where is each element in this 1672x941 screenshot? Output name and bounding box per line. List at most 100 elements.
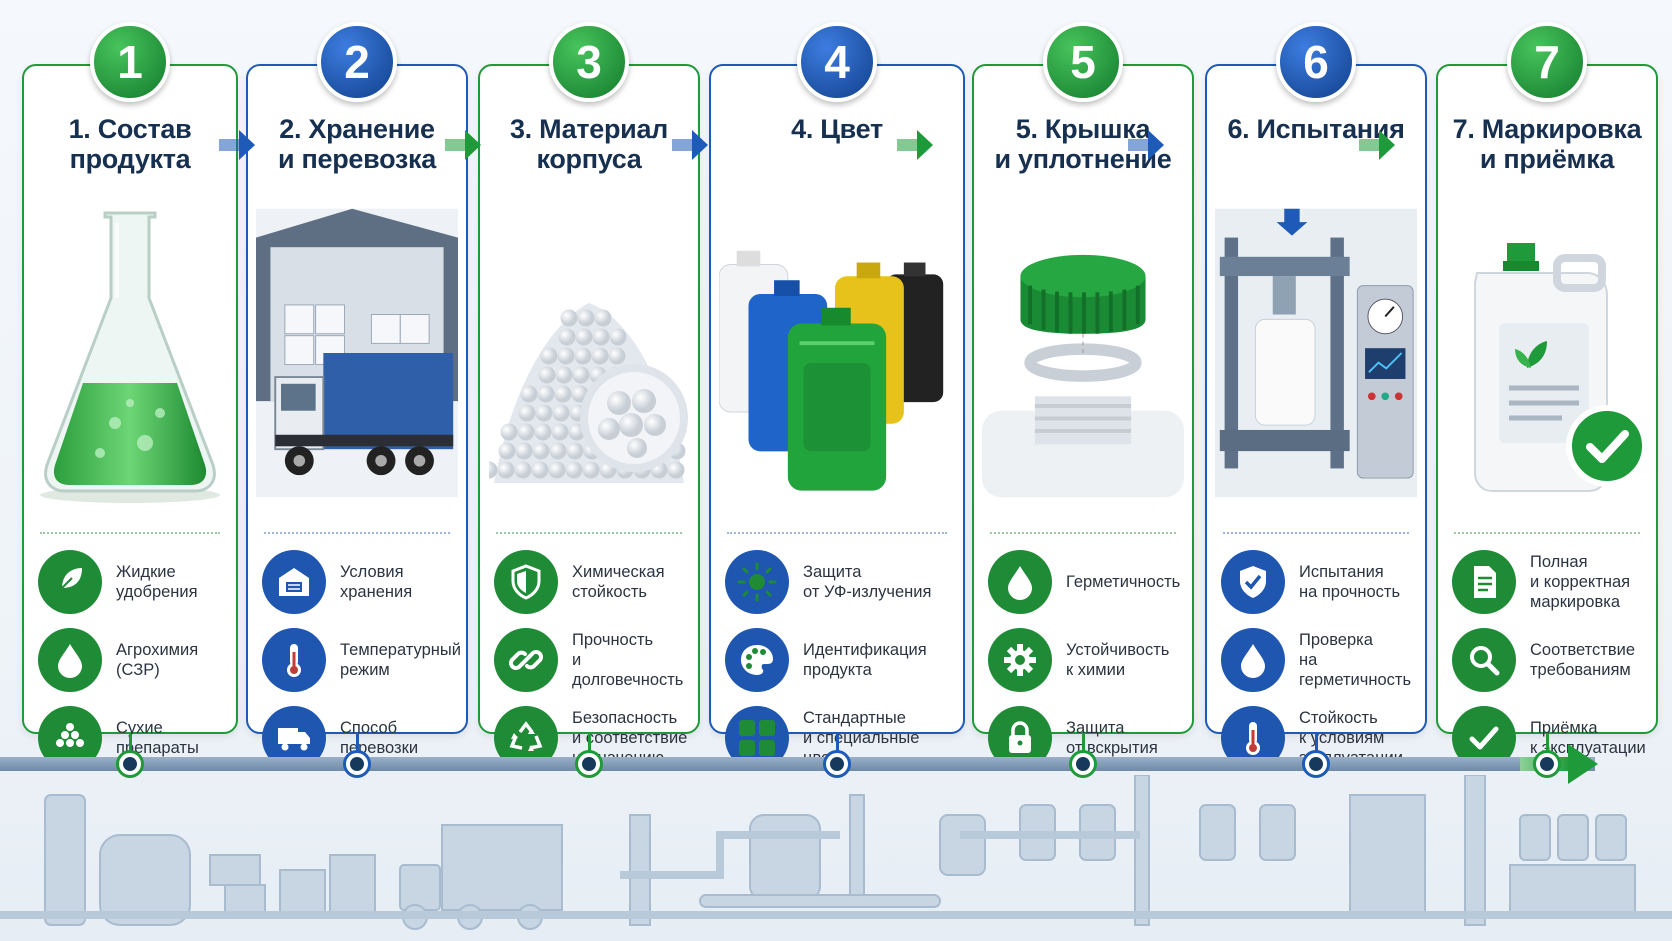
- cap-and-seal-illustration: [982, 188, 1184, 518]
- divider: [1454, 532, 1640, 534]
- plastic-granules-illustration: [488, 188, 690, 518]
- drop-icon: [1221, 628, 1285, 692]
- feature-item: Соответствие требованиям: [1452, 624, 1650, 696]
- step-title: 7. Маркировка и приёмка: [1452, 114, 1642, 174]
- flask-with-green-liquid-illustration: [32, 188, 228, 518]
- step-card-7: 7. Маркировка и приёмка Полная и коррект…: [1436, 64, 1658, 770]
- feature-item: Устойчивость к химии: [988, 624, 1186, 696]
- next-step-arrow-icon: [1128, 130, 1164, 160]
- divider: [1223, 532, 1409, 534]
- link-icon: [494, 628, 558, 692]
- feature-label: Защита от УФ-излучения: [803, 563, 932, 601]
- step-card-3: 3. Материал корпуса Химическая стойкость…: [478, 64, 700, 770]
- pipeline-node: [1533, 750, 1561, 778]
- leaf-icon: [38, 550, 102, 614]
- next-step-arrow-icon: [445, 130, 481, 160]
- next-step-arrow-icon: [897, 130, 933, 160]
- feature-item: Агрохимия (СЗР): [38, 624, 230, 696]
- feature-label: Агрохимия (СЗР): [116, 641, 199, 679]
- shield-check-icon: [1221, 550, 1285, 614]
- pipeline-node: [116, 750, 144, 778]
- colored-canisters-illustration: [719, 188, 955, 518]
- feature-label: Приёмка к эксплуатации: [1530, 719, 1646, 757]
- pipeline-node: [823, 750, 851, 778]
- connector-stem: [1315, 734, 1318, 754]
- shield-icon: [494, 550, 558, 614]
- press-test-stand-illustration: [1215, 188, 1417, 518]
- step-number-badge: 3: [549, 22, 629, 102]
- magnifier-icon: [1452, 628, 1516, 692]
- next-step-arrow-icon: [672, 130, 708, 160]
- feature-label: Химическая стойкость: [572, 563, 665, 601]
- step-number-badge: 2: [317, 22, 397, 102]
- feature-label: Идентификация продукта: [803, 641, 927, 679]
- feature-item: Жидкие удобрения: [38, 546, 230, 618]
- feature-label: Проверка на герметичность: [1299, 631, 1412, 689]
- step-number-badge: 7: [1507, 22, 1587, 102]
- connector-stem: [356, 734, 359, 754]
- feature-label: Жидкие удобрения: [116, 563, 198, 601]
- step-title: 2. Хранение и перевозка: [278, 114, 436, 174]
- thermometer-icon: [262, 628, 326, 692]
- feature-item: Защита от УФ-излучения: [725, 546, 957, 618]
- drop-icon: [38, 628, 102, 692]
- pipeline-node: [343, 750, 371, 778]
- step-number-badge: 1: [90, 22, 170, 102]
- drop-icon: [988, 550, 1052, 614]
- labeled-canister-checkmark-illustration: [1446, 188, 1648, 518]
- feature-item: Полная и корректная маркировка: [1452, 546, 1650, 618]
- pipeline-node: [1069, 750, 1097, 778]
- next-step-arrow-icon: [219, 130, 255, 160]
- connector-stem: [1546, 734, 1549, 754]
- feature-label: Температурный режим: [340, 641, 461, 679]
- gear-icon: [988, 628, 1052, 692]
- feature-item: Химическая стойкость: [494, 546, 692, 618]
- document-icon: [1452, 550, 1516, 614]
- feature-label: Защита от вскрытия: [1066, 719, 1158, 757]
- feature-label: Условия хранения: [340, 563, 413, 601]
- feature-label: Прочность и долговечность: [572, 631, 684, 689]
- feature-item: Условия хранения: [262, 546, 460, 618]
- feature-label: Испытания на прочность: [1299, 563, 1401, 601]
- step-number-badge: 4: [797, 22, 877, 102]
- pipeline-node: [1302, 750, 1330, 778]
- divider: [990, 532, 1176, 534]
- step-card-2: 2. Хранение и перевозка Условия хранения…: [246, 64, 468, 770]
- step-title: 3. Материал корпуса: [509, 114, 669, 174]
- feature-item: Герметичность: [988, 546, 1186, 618]
- connector-stem: [588, 734, 591, 754]
- sun-icon: [725, 550, 789, 614]
- step-number-badge: 6: [1276, 22, 1356, 102]
- step-title: 4. Цвет: [791, 114, 883, 144]
- divider: [264, 532, 450, 534]
- divider: [496, 532, 682, 534]
- warehouse-and-truck-illustration: [256, 188, 458, 518]
- next-step-arrow-icon: [1359, 130, 1395, 160]
- step-title: 1. Состав продукта: [68, 114, 192, 174]
- connector-stem: [1082, 734, 1085, 754]
- divider: [40, 532, 220, 534]
- palette-icon: [725, 628, 789, 692]
- feature-item: Проверка на герметичность: [1221, 624, 1419, 696]
- process-pipeline: [0, 757, 1595, 771]
- step-title: 5. Крышка и уплотнение: [994, 114, 1172, 174]
- pipeline-node: [575, 750, 603, 778]
- factory-background: [0, 775, 1672, 930]
- step-number-badge: 5: [1043, 22, 1123, 102]
- divider: [727, 532, 947, 534]
- warehouse-icon: [262, 550, 326, 614]
- feature-label: Устойчивость к химии: [1066, 641, 1170, 679]
- connector-stem: [129, 734, 132, 754]
- feature-label: Полная и корректная маркировка: [1530, 553, 1631, 611]
- feature-item: Прочность и долговечность: [494, 624, 692, 696]
- connector-stem: [836, 734, 839, 754]
- feature-label: Герметичность: [1066, 573, 1181, 591]
- feature-item: Испытания на прочность: [1221, 546, 1419, 618]
- feature-item: Идентификация продукта: [725, 624, 957, 696]
- feature-label: Соответствие требованиям: [1530, 641, 1636, 679]
- feature-item: Температурный режим: [262, 624, 461, 696]
